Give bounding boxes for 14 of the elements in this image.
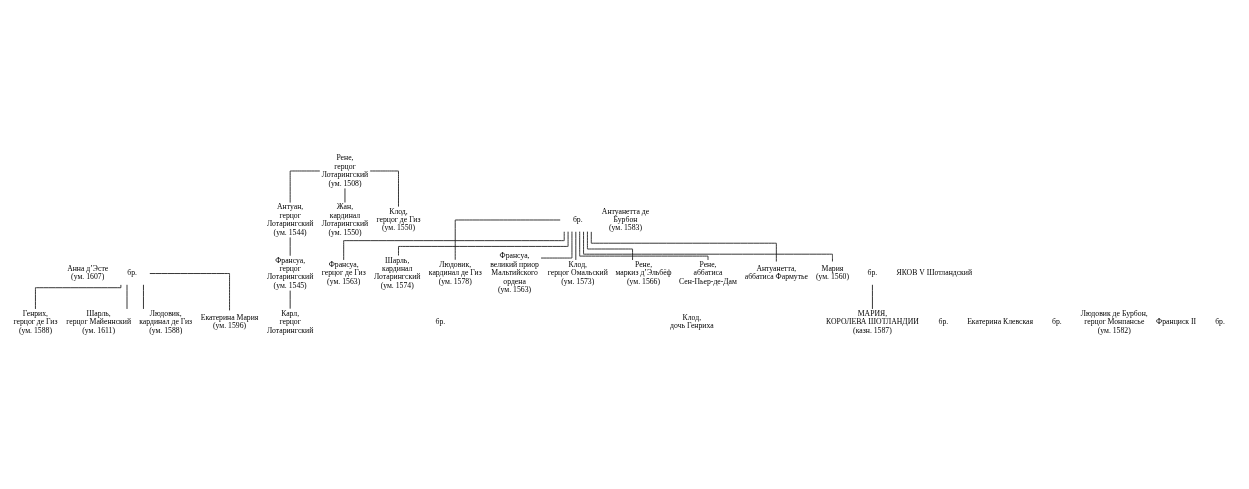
connector <box>575 231 577 261</box>
connector <box>369 170 399 208</box>
connector <box>590 231 777 262</box>
connector <box>540 231 573 259</box>
connector <box>398 231 569 256</box>
connector <box>289 170 321 204</box>
connector <box>343 231 565 261</box>
connector <box>35 284 122 310</box>
connector <box>579 231 709 261</box>
connector <box>143 284 144 310</box>
connector <box>586 231 633 261</box>
connector <box>872 284 873 310</box>
connector <box>454 219 561 261</box>
connector <box>149 273 230 311</box>
